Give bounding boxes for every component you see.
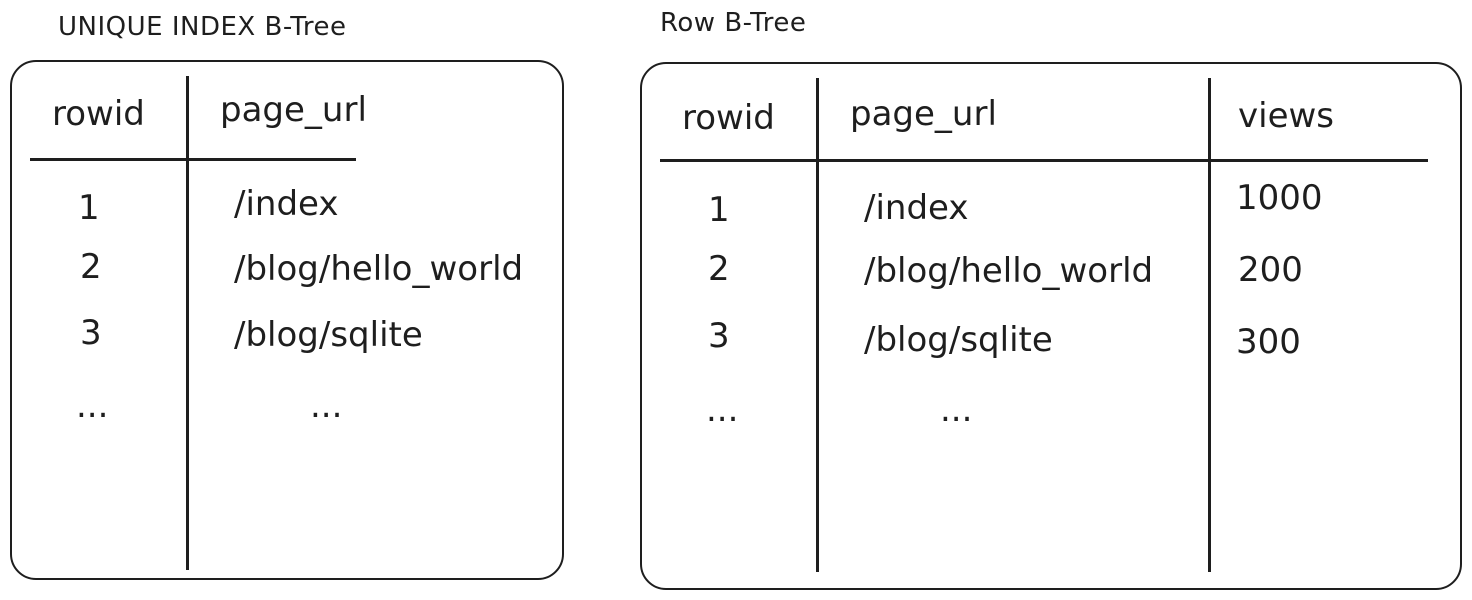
row-tree-row-3-page-url: /blog/sqlite xyxy=(864,320,1053,360)
index-tree-header-divider xyxy=(30,158,356,161)
index-tree-box xyxy=(10,60,564,580)
row-tree-row-1-rowid: 1 xyxy=(708,190,730,230)
index-tree-column-divider xyxy=(186,76,189,570)
row-tree-row-1-page-url: /index xyxy=(864,188,969,228)
row-tree-box xyxy=(640,62,1462,590)
index-tree-row-2-rowid: 2 xyxy=(80,247,102,287)
row-tree-header-views: views xyxy=(1238,96,1335,136)
row-tree-header-divider xyxy=(660,159,1428,162)
row-tree-column-divider-2 xyxy=(1208,78,1211,572)
index-tree-row-1-rowid: 1 xyxy=(78,188,100,228)
row-tree-row-2-rowid: 2 xyxy=(708,249,730,289)
index-tree-row-3-page-url: /blog/sqlite xyxy=(234,315,423,355)
row-tree-row-3-rowid: 3 xyxy=(708,316,730,356)
row-tree-row-2-page-url: /blog/hello_world xyxy=(864,251,1154,291)
index-tree-header-rowid: rowid xyxy=(52,94,145,134)
index-tree-row-2-page-url: /blog/hello_world xyxy=(234,249,524,289)
index-tree-row-4-rowid: ... xyxy=(76,386,109,426)
row-tree-row-2-views: 200 xyxy=(1238,250,1303,290)
row-tree-header-rowid: rowid xyxy=(682,98,775,138)
index-tree-row-1-page-url: /index xyxy=(234,184,339,224)
row-tree-row-1-views: 1000 xyxy=(1236,178,1323,218)
row-tree-row-4-page-url: ... xyxy=(940,390,973,430)
row-tree-column-divider-1 xyxy=(816,78,819,572)
index-tree-title: UNIQUE INDEX B-Tree xyxy=(58,12,347,42)
index-tree-row-3-rowid: 3 xyxy=(80,313,102,353)
row-tree-row-3-views: 300 xyxy=(1236,322,1301,362)
index-tree-row-4-page-url: ... xyxy=(310,386,343,426)
row-tree-title: Row B-Tree xyxy=(660,8,807,38)
row-tree-row-4-rowid: ... xyxy=(706,390,739,430)
row-tree-header-page-url: page_url xyxy=(850,94,997,134)
index-tree-header-page-url: page_url xyxy=(220,90,367,130)
